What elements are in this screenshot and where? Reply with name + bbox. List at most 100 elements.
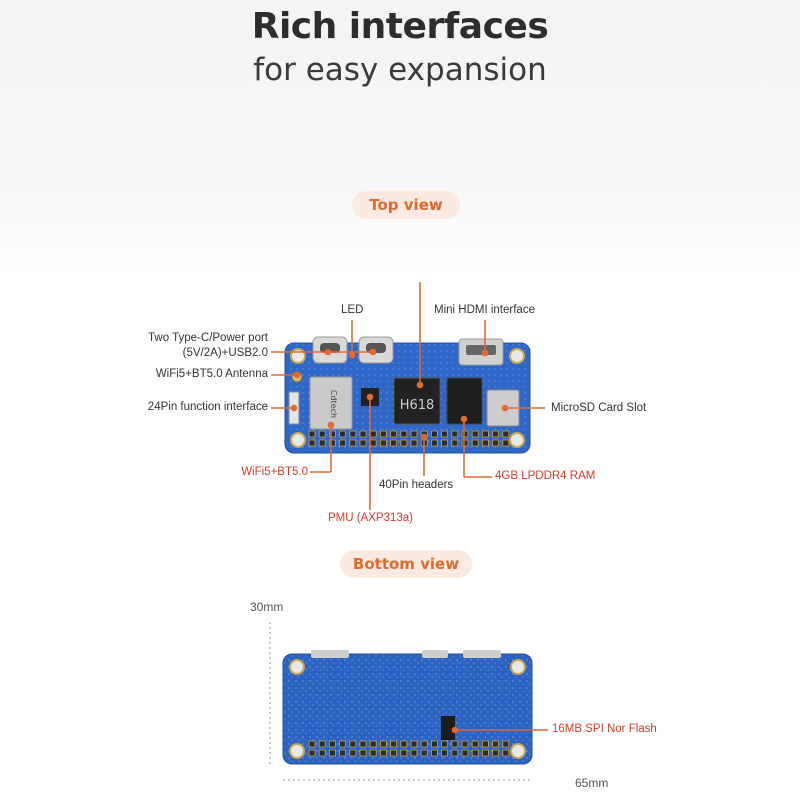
header-pin [451, 430, 459, 438]
header-pin [471, 749, 479, 757]
label-mini-hdmi: Mini HDMI interface [434, 304, 535, 316]
header-pin [492, 749, 500, 757]
header-pin [410, 439, 418, 447]
header-pin [441, 439, 449, 447]
header-pin [461, 740, 469, 748]
header-pin [390, 749, 398, 757]
header-pin [379, 749, 387, 757]
label-headers: 40Pin headers [379, 479, 454, 491]
header-pin [471, 430, 479, 438]
gpio-header-bottom [308, 740, 510, 757]
dimension-guides [269, 622, 532, 781]
header-pin [451, 740, 459, 748]
header-pin [349, 430, 357, 438]
h618-soc: H618 [393, 377, 441, 425]
label-function-interface: 24Pin function interface [147, 401, 268, 413]
header-pin [492, 740, 500, 748]
header-pin [481, 439, 489, 447]
header-pin [410, 749, 418, 757]
header-pin [400, 749, 408, 757]
header-pin [339, 749, 347, 757]
label-led: LED [341, 304, 364, 316]
header-pin [430, 430, 438, 438]
label-antenna: WiFi5+BT5.0 Antenna [155, 368, 268, 380]
header-pin [369, 740, 377, 748]
header-pin [349, 740, 357, 748]
header-pin [492, 439, 500, 447]
callout-lines [271, 282, 545, 510]
header-pin [318, 430, 326, 438]
dimension-width: 65mm [575, 776, 609, 790]
svg-text:Cdtech: Cdtech [329, 390, 338, 418]
header-pin [461, 439, 469, 447]
header-pin [359, 430, 367, 438]
header-pin [410, 430, 418, 438]
label-type-c-line1: Two Type-C/Power port [148, 332, 268, 344]
header-pin [420, 740, 428, 748]
header-pin [481, 430, 489, 438]
header-pin [430, 749, 438, 757]
header-pin [461, 749, 469, 757]
header-pin [369, 430, 377, 438]
top-board-pcb: Cdtech H618 [284, 336, 531, 454]
header-pin [328, 430, 336, 438]
header-pin [461, 430, 469, 438]
header-pin [369, 439, 377, 447]
header-pin [451, 439, 459, 447]
label-wifi-module: WiFi5+BT5.0 [241, 466, 308, 478]
page-subtitle: for easy expansion [253, 52, 547, 88]
header-pin [420, 749, 428, 757]
header-pin [481, 740, 489, 748]
header-pin [379, 430, 387, 438]
header-pin [369, 749, 377, 757]
header-background [0, 0, 800, 270]
header-pin [400, 439, 408, 447]
header-pin [441, 430, 449, 438]
header-pin [502, 740, 510, 748]
header-pin [379, 740, 387, 748]
header-pin [318, 749, 326, 757]
label-pmu: PMU (AXP313a) [328, 512, 414, 524]
bottom-board-pcb [282, 650, 533, 765]
wifi-module: Cdtech [309, 376, 353, 430]
header-pin [359, 740, 367, 748]
header-pin [308, 430, 316, 438]
spi-flash-chip [441, 716, 455, 740]
gpio-header-top [308, 430, 510, 447]
header-pin [349, 749, 357, 757]
header-pin [400, 740, 408, 748]
header-pin [481, 749, 489, 757]
header-pin [359, 749, 367, 757]
header-pin [328, 439, 336, 447]
header-pin [318, 439, 326, 447]
header-pin [359, 439, 367, 447]
label-ram: 4GB LPDDR4 RAM [495, 470, 596, 482]
header-pin [410, 740, 418, 748]
label-type-c-line2: (5V/2A)+USB2.0 [182, 347, 268, 359]
header-pin [441, 740, 449, 748]
bottom-callout-line [451, 726, 548, 734]
header-pin [308, 749, 316, 757]
header-pin [308, 740, 316, 748]
header-pin [441, 749, 449, 757]
header-pin [379, 439, 387, 447]
header-pin [471, 439, 479, 447]
dimension-height: 30mm [250, 600, 284, 614]
header-pin [339, 430, 347, 438]
section-pill-top-view: Top view [352, 191, 460, 219]
label-microsd: MicroSD Card Slot [551, 402, 647, 414]
header-pin [328, 749, 336, 757]
header-pin [339, 439, 347, 447]
header-pin [471, 740, 479, 748]
header-pin [502, 439, 510, 447]
header-pin [390, 740, 398, 748]
header-pin [430, 740, 438, 748]
header-pin [400, 430, 408, 438]
header-pin [390, 439, 398, 447]
header-pin [349, 439, 357, 447]
header-pin [502, 749, 510, 757]
page-title: Rich interfaces [251, 6, 549, 47]
mini-hdmi-port [458, 338, 504, 366]
header-pin [502, 430, 510, 438]
